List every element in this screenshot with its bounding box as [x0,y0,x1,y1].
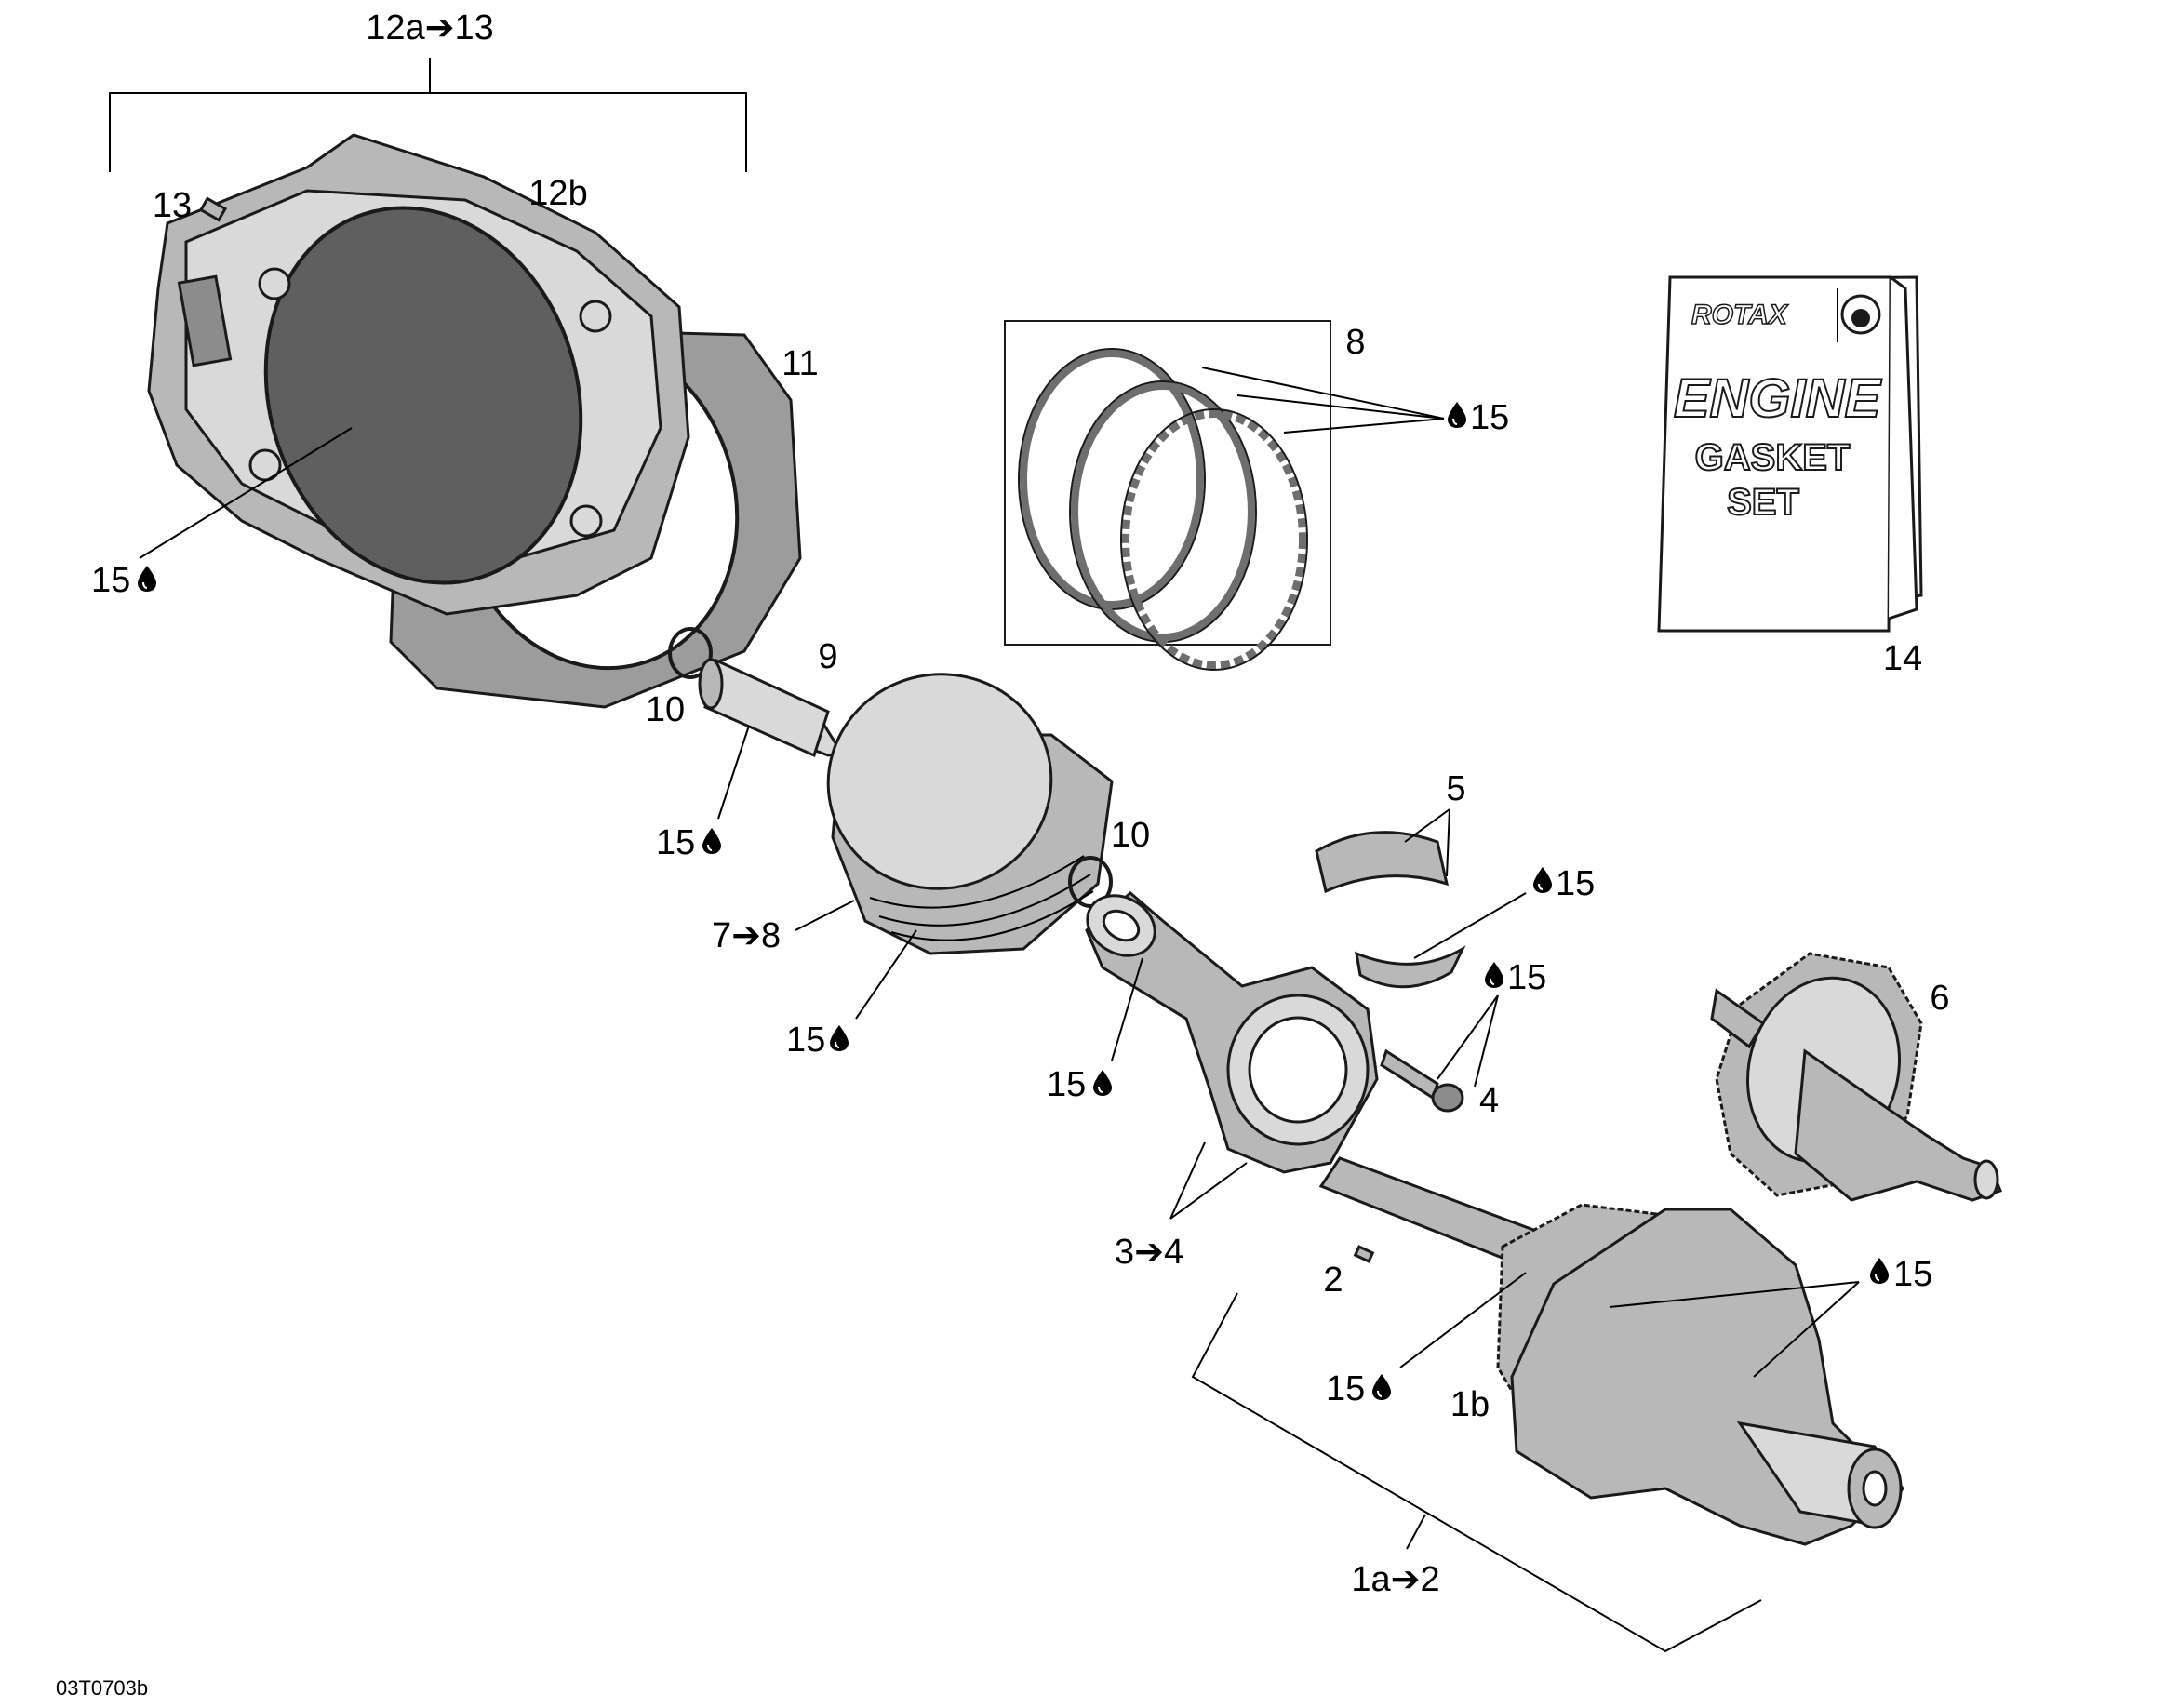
callout-1a-2: 1a➔2 [1351,1560,1439,1599]
callout-7-8: 7➔8 [712,916,781,955]
callout-15-rod: 15 [1047,1065,1086,1104]
gasket-set-title: ENGINE [1674,368,1883,429]
callout-1b: 1b [1450,1385,1490,1424]
piston-rings-box [1004,320,1331,646]
callout-10a: 10 [646,690,685,729]
callout-15-bolt: 15 [1507,958,1546,997]
callout-5: 5 [1446,769,1465,808]
lubricant-drop-icon [702,828,721,854]
callout-15-piston: 15 [786,1021,825,1060]
callout-2: 2 [1323,1261,1343,1300]
gasket-set-line1: GASKET [1695,437,1851,478]
lubricant-drop-icon [138,566,156,592]
balance-shaft-group: 6 [1710,952,2002,1202]
callout-15-cylinder: 15 [91,561,130,600]
circlip-upper [668,627,713,679]
callout-15-crank-right: 15 [1893,1255,1932,1294]
bracket-12a-13 [109,92,747,172]
callout-12a-13: 12a➔13 [366,8,494,47]
rod-bolt [1380,1048,1439,1101]
callout-13: 13 [153,186,192,225]
lubricant-drop-icon [1485,962,1503,988]
connecting-rod-group: 15 3➔4 [1047,891,1379,1272]
lubricant-drop-icon [1448,402,1466,428]
callout-9: 9 [818,637,837,676]
lubricant-drop-icon [830,1025,849,1051]
bracket-1a-2 [1191,1292,1762,1653]
lubricant-drop-icon [1870,1258,1889,1284]
cylinder-bore [263,206,583,585]
lubricant-drop-icon [1093,1070,1112,1096]
gasket-set-line2: SET [1727,482,1799,523]
piston-crown [826,673,1053,890]
callout-4: 4 [1479,1081,1499,1120]
callout-8: 8 [1345,323,1365,362]
lubricant-drop-icon [1372,1374,1391,1400]
gasket-set-brand: ROTAX [1691,300,1789,330]
piston-rings-group: 8 15 [1004,320,1509,671]
bearing-shell-lower [1355,945,1466,989]
gasket-set-booklet: ROTAX ENGINE GASKET SET 14 [1657,275,1923,678]
callout-12b: 12b [528,174,587,213]
bearings-group: 5 15 [1315,769,1595,989]
rod-bolt-group: 15 4 [1380,958,1546,1120]
diagram-reference-code: 03T0703b [56,1676,148,1700]
callout-15-bearing: 15 [1556,864,1595,903]
callout-3-4: 3➔4 [1115,1233,1183,1272]
lubricant-drop-icon [1533,867,1552,893]
crankshaft-group: 2 15 15 1b 1a➔2 [1191,1156,1932,1653]
piston-group: 10 9 15 10 7➔8 15 [646,627,1150,1060]
bearing-shell-upper [1315,831,1450,894]
callout-14: 14 [1883,639,1922,678]
callout-15-rings: 15 [1470,398,1509,437]
woodruff-key [1353,1245,1375,1263]
callout-11: 11 [782,344,818,383]
cylinder-group: 12a➔13 12b 13 11 15 [91,8,819,709]
callout-10b: 10 [1111,816,1150,855]
dowel-pin [198,196,228,222]
callout-15-crank-left: 15 [1326,1369,1365,1408]
callout-6: 6 [1930,979,1949,1018]
callout-15-pin: 15 [656,823,695,862]
